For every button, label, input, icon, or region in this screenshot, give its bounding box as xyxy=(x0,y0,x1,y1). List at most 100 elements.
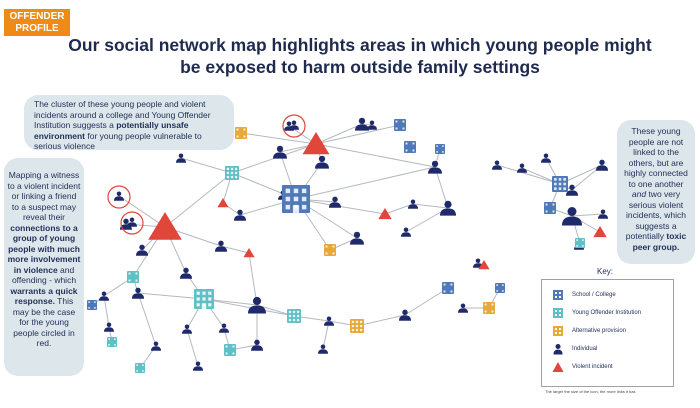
individual-icon xyxy=(399,309,411,321)
individual-icon xyxy=(193,361,203,371)
violent-incident-icon xyxy=(378,208,392,220)
individual-icon xyxy=(355,117,369,131)
network-link xyxy=(412,203,449,209)
network-link xyxy=(103,295,110,328)
page-title: Our social network map highlights areas … xyxy=(60,34,660,78)
key-item-alternative: Alternative provision xyxy=(552,324,626,338)
network-link xyxy=(384,203,414,215)
network-link xyxy=(315,123,363,145)
individual-icon xyxy=(114,191,124,201)
individual-icon xyxy=(251,339,263,351)
school-icon xyxy=(394,119,406,131)
individual-icon xyxy=(234,209,246,221)
callout-toxic-peer-group: These young people are not linked to the… xyxy=(617,120,695,264)
individual-icon xyxy=(458,303,468,313)
individual-icon xyxy=(552,343,564,355)
individual-icon xyxy=(273,145,287,159)
network-link xyxy=(356,314,406,327)
individual-icon xyxy=(428,160,442,174)
key-item-incident: Violent incident xyxy=(552,360,613,374)
alternative-provision-icon xyxy=(552,325,564,337)
network-link xyxy=(315,143,436,168)
network-link xyxy=(240,132,317,145)
callout-witness-mapping: Mapping a witness to a violent incident … xyxy=(4,158,84,376)
individual-icon xyxy=(408,199,418,209)
individual-icon xyxy=(315,155,329,169)
title-line-2: be exposed to harm outside family settin… xyxy=(180,57,540,77)
network-link xyxy=(315,124,401,145)
individual-icon xyxy=(182,324,192,334)
key-item-individual: Individual xyxy=(552,342,597,356)
network-nodes xyxy=(87,117,608,373)
individual-icon xyxy=(541,153,551,163)
school-icon xyxy=(282,185,310,213)
individual-icon xyxy=(127,217,137,227)
network-link xyxy=(164,172,233,228)
alternative-provision-icon xyxy=(324,244,336,256)
callout-unsafe-environment: The cluster of these young people and vi… xyxy=(24,95,234,151)
highlight-circles xyxy=(107,114,306,235)
key-title: Key: xyxy=(580,267,630,276)
violent-incident-icon xyxy=(302,132,330,155)
individual-icon xyxy=(289,120,299,130)
network-link xyxy=(186,328,199,367)
network-link xyxy=(203,298,295,317)
individual-icon xyxy=(401,227,411,237)
alternative-provision-icon xyxy=(483,302,495,314)
violent-incident-icon xyxy=(148,212,182,240)
individual-icon xyxy=(151,341,161,351)
violent-incident-icon xyxy=(243,248,255,258)
title-line-1: Our social network map highlights areas … xyxy=(68,35,652,55)
individual-icon xyxy=(324,316,334,326)
network-link xyxy=(434,166,449,209)
individual-icon xyxy=(132,287,144,299)
school-icon xyxy=(404,141,416,153)
network-edges xyxy=(91,123,604,369)
network-link xyxy=(404,287,449,316)
individual-icon xyxy=(566,184,578,196)
violent-incident-icon xyxy=(478,260,490,270)
alternative-provision-icon xyxy=(350,319,364,333)
individual-icon xyxy=(517,163,527,173)
school-icon xyxy=(552,289,564,301)
individual-icon xyxy=(596,159,608,171)
institution-icon xyxy=(552,307,564,319)
individual-icon xyxy=(180,267,192,279)
institution-icon xyxy=(194,289,214,309)
network-link xyxy=(248,252,258,306)
individual-icon xyxy=(104,322,114,332)
institution-icon xyxy=(225,166,239,180)
individual-icon xyxy=(598,209,608,219)
institution-icon xyxy=(287,309,301,323)
violent-incident-icon xyxy=(552,361,564,373)
institution-icon xyxy=(224,344,236,356)
key-footnote: The larger the size of the icon, the mor… xyxy=(545,389,636,394)
individual-icon xyxy=(99,291,109,301)
legend-key: School / College Young Offender Institut… xyxy=(541,279,674,387)
school-icon xyxy=(552,176,568,192)
individual-icon xyxy=(215,240,227,252)
offender-profile-badge: OFFENDER PROFILE xyxy=(4,9,70,36)
network-link xyxy=(571,213,604,217)
key-item-school: School / College xyxy=(552,288,616,302)
highlight-ring xyxy=(107,185,131,209)
network-link xyxy=(496,164,561,185)
individual-icon xyxy=(136,244,148,256)
individual-icon xyxy=(318,344,328,354)
institution-icon xyxy=(575,238,585,248)
individual-icon xyxy=(329,196,341,208)
institution-icon xyxy=(107,337,117,347)
individual-icon xyxy=(248,296,266,314)
school-icon xyxy=(544,202,556,214)
network-link xyxy=(220,245,250,254)
network-link xyxy=(137,292,157,347)
individual-icon xyxy=(367,120,377,130)
network-link xyxy=(137,292,205,300)
violent-incident-icon xyxy=(593,226,607,238)
institution-icon xyxy=(127,271,139,283)
individual-icon xyxy=(562,207,582,226)
highlight-ring xyxy=(120,211,144,235)
key-item-institution: Young Offender Institution xyxy=(552,306,641,320)
network-link xyxy=(295,166,436,200)
